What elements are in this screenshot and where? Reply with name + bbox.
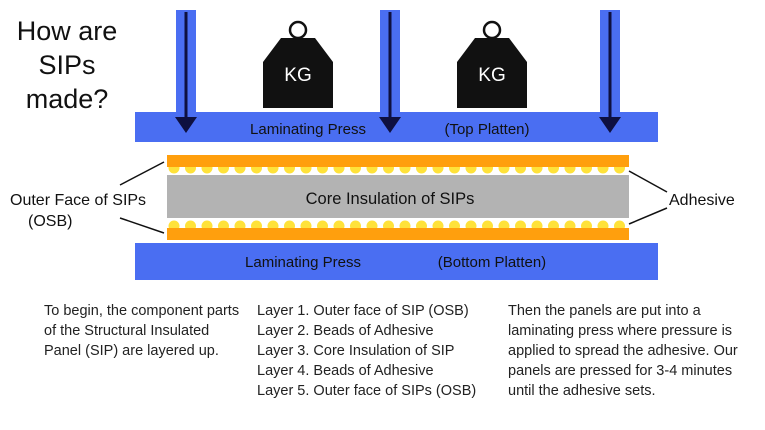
osb-bottom-layer bbox=[167, 228, 629, 240]
outer-face-label-line: (OSB) bbox=[28, 213, 73, 230]
outer-face-leader-bottom bbox=[119, 217, 165, 234]
adhesive-leader-top bbox=[628, 170, 668, 193]
osb-top-layer bbox=[167, 155, 629, 167]
down-arrow-icon bbox=[599, 12, 621, 133]
layer-list-item: Layer 1. Outer face of SIP (OSB) bbox=[257, 303, 469, 319]
top-platten-label-right: (Top Platten) bbox=[444, 121, 529, 138]
title-line: How are bbox=[16, 16, 118, 46]
down-arrow-icon bbox=[175, 12, 197, 133]
adhesive-leader-bottom bbox=[628, 207, 668, 225]
bottom-platten-label-left: Laminating Press bbox=[245, 254, 361, 271]
layer-list: Layer 1. Outer face of SIP (OSB) Layer 2… bbox=[257, 301, 476, 401]
intro-text: To begin, the component parts of the Str… bbox=[44, 303, 240, 359]
down-arrow-icon bbox=[379, 12, 401, 133]
top-platten-label-left: Laminating Press bbox=[250, 121, 366, 138]
layer-list-item: Layer 4. Beads of Adhesive bbox=[257, 363, 434, 379]
adhesive-label: Adhesive bbox=[669, 192, 735, 209]
bottom-platten bbox=[135, 243, 658, 280]
core-insulation bbox=[167, 175, 629, 218]
layer-list-item: Layer 3. Core Insulation of SIP bbox=[257, 343, 455, 359]
kg-weight-icon: KG bbox=[457, 20, 527, 108]
process-text: Then the panels are put into a laminatin… bbox=[508, 303, 738, 399]
title-line: SIPs bbox=[38, 50, 96, 80]
layer-list-item: Layer 5. Outer face of SIPs (OSB) bbox=[257, 383, 477, 399]
core-insulation-label: Core Insulation of SIPs bbox=[306, 190, 475, 208]
outer-face-label-line: Outer Face of SIPs bbox=[10, 192, 147, 209]
outer-face-label: Outer Face of SIPs (OSB) bbox=[10, 190, 160, 232]
outer-face-leader-top bbox=[119, 161, 165, 186]
weight-label: KG bbox=[478, 65, 505, 86]
page-title: How are SIPs made? bbox=[8, 14, 126, 116]
kg-weight-icon: KG bbox=[263, 20, 333, 108]
title-line: made? bbox=[25, 84, 109, 114]
top-platten bbox=[135, 112, 658, 142]
weight-label: KG bbox=[284, 65, 311, 86]
bottom-platten-label-right: (Bottom Platten) bbox=[438, 254, 546, 271]
layer-list-item: Layer 2. Beads of Adhesive bbox=[257, 323, 434, 339]
